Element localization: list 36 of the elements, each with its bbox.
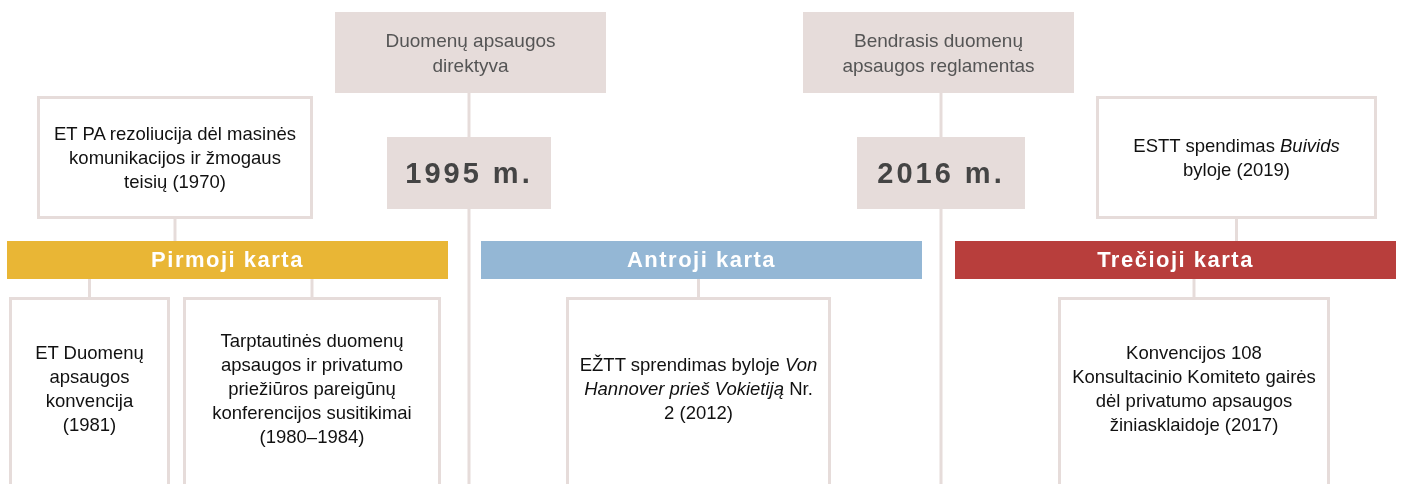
connector-line <box>467 93 471 137</box>
band-title: Antroji karta <box>626 247 777 273</box>
event-box <box>803 12 1074 93</box>
generation-band <box>481 241 922 279</box>
band-title: Pirmoji karta <box>151 247 304 273</box>
event-text: ET PA rezoliucija dėl masinės komunikacijos ir žmogaus teisių (1970) <box>53 121 297 194</box>
year-label: 2016 m. <box>877 156 1005 190</box>
event-text: Duomenų apsaugos direktyva <box>384 28 557 78</box>
event-box <box>335 12 606 93</box>
connector-line <box>173 219 177 241</box>
event-text: Bendrasis duomenų apsaugos reglamentas <box>841 28 1036 78</box>
event-box <box>1096 96 1377 219</box>
connector-line <box>939 93 943 137</box>
event-box <box>183 297 441 484</box>
event-box <box>9 297 170 484</box>
band-title: Trečioji karta <box>1097 247 1254 273</box>
year-box <box>857 137 1025 209</box>
event-box <box>1058 297 1330 484</box>
event-box <box>37 96 313 219</box>
connector-line <box>939 209 943 484</box>
year-box <box>387 137 551 209</box>
connector-line <box>697 279 700 297</box>
event-text: Tarptautinės duomenų apsaugos ir privatumo priežiūros pareigūnų konferencijos susitikimai (1980–1984) <box>211 328 413 449</box>
generation-band <box>7 241 448 279</box>
event-text: Konvencijos 108 Konsultacinio Komiteto gairės dėl privatumo apsaugos žiniasklaidoje (2017) <box>1071 340 1317 437</box>
event-text: EŽTT sprendimas byloje Von Hannover prieš Vokietiją Nr. 2 (2012) <box>578 352 819 425</box>
event-text: ET Duomenų apsaugos konvencija (1981) <box>34 340 145 437</box>
event-box <box>566 297 831 484</box>
connector-line <box>1192 279 1196 297</box>
generation-band <box>955 241 1396 279</box>
connector-line <box>1235 219 1238 241</box>
connector-line <box>88 279 91 297</box>
event-text: ESTT spendimas Buivids byloje (2019) <box>1132 133 1341 182</box>
connector-line <box>467 209 471 484</box>
connector-line <box>310 279 314 297</box>
year-label: 1995 m. <box>405 156 533 190</box>
